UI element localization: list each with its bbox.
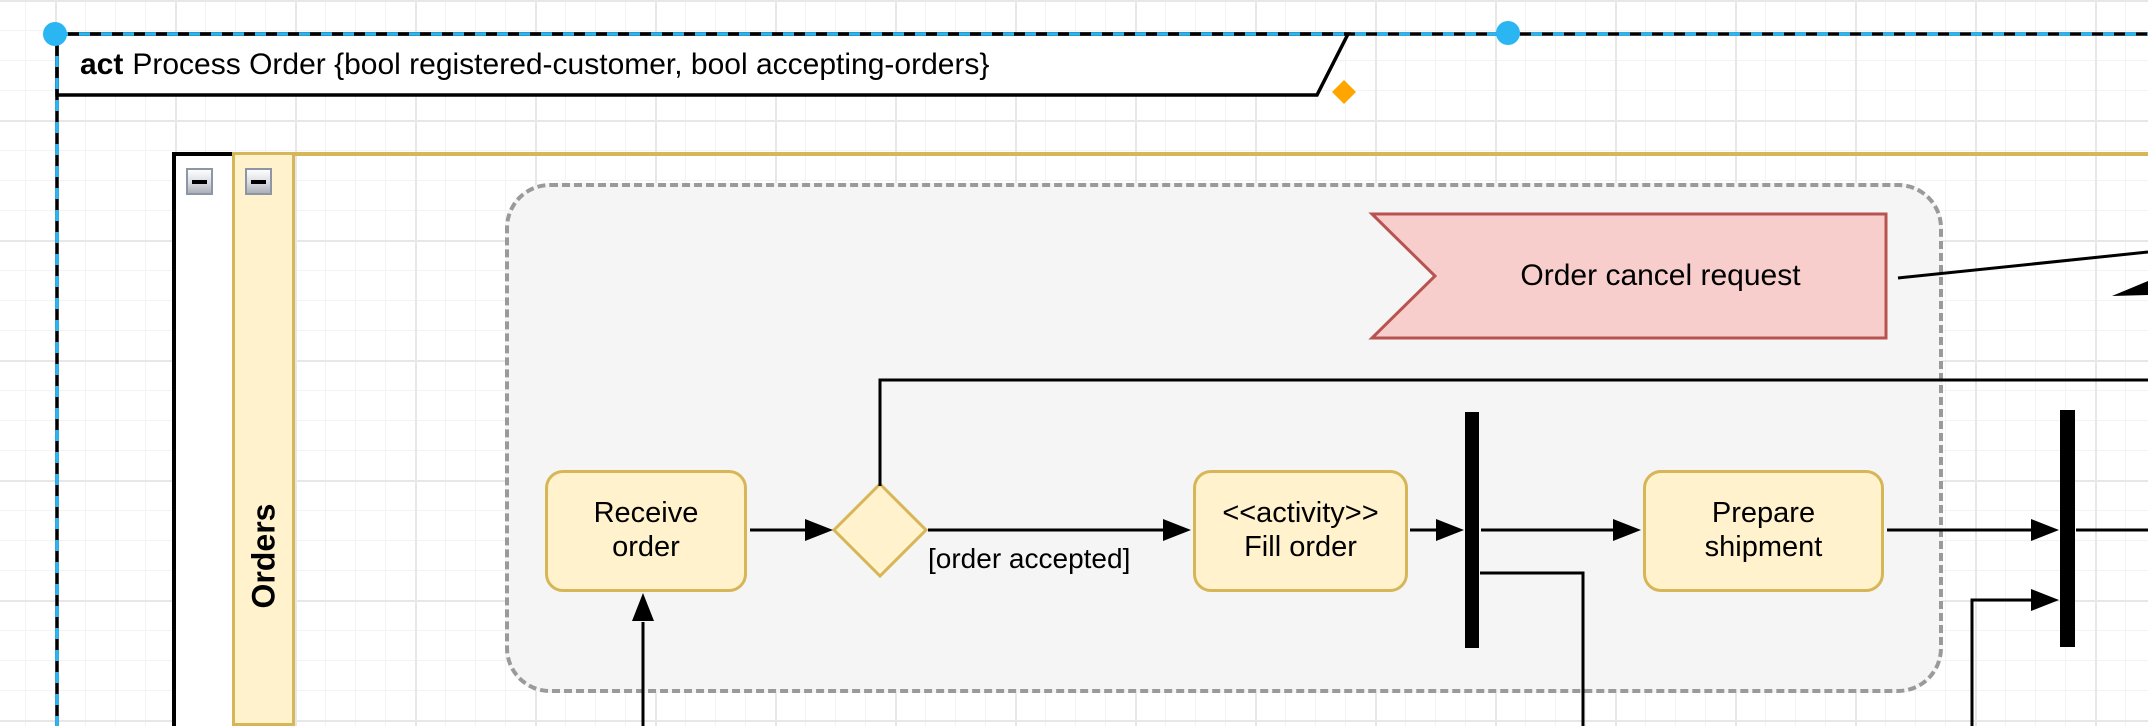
node-label: order xyxy=(612,531,680,563)
decision-diamond[interactable] xyxy=(831,481,929,579)
collapse-button-orders-lane[interactable] xyxy=(245,168,272,195)
arrowhead xyxy=(1613,519,1641,541)
pool-header-lane[interactable] xyxy=(172,152,232,726)
arrowhead xyxy=(1163,519,1191,541)
frame-title: act Process Order {bool registered-custo… xyxy=(80,34,989,95)
node-stereotype: <<activity>> xyxy=(1222,497,1379,530)
selection-handle-top-left[interactable] xyxy=(43,22,67,46)
lane-orders[interactable]: Orders xyxy=(232,152,295,726)
selection-handle-top-middle[interactable] xyxy=(1496,21,1520,45)
fork-bar-1[interactable] xyxy=(1465,412,1479,648)
frame-keyword: act xyxy=(80,47,124,81)
minus-icon xyxy=(192,179,207,184)
edge-decision-top-riser[interactable] xyxy=(878,378,2148,486)
pool-top-border xyxy=(295,152,2148,156)
frame-title-text: Process Order {bool registered-customer,… xyxy=(132,47,990,81)
signal-order-cancel-request[interactable] xyxy=(1368,212,1888,340)
edge-from-cancel-signal[interactable] xyxy=(1897,250,2148,280)
arrowhead xyxy=(805,519,833,541)
arrowhead xyxy=(2031,519,2059,541)
arrowhead xyxy=(2031,589,2059,611)
minus-icon xyxy=(251,179,266,184)
node-label: Fill order xyxy=(1244,531,1357,563)
arrowhead xyxy=(1436,519,1464,541)
signal-label: Order cancel request xyxy=(1520,259,1801,292)
edge-fork1-branch-down[interactable] xyxy=(1480,571,1585,726)
node-label: Receive xyxy=(593,497,699,530)
node-fill-order[interactable]: <<activity>> Fill order xyxy=(1193,470,1408,592)
fork-bar-2[interactable] xyxy=(2060,410,2075,647)
node-label: Prepare xyxy=(1711,497,1816,530)
collapse-button-pool[interactable] xyxy=(186,168,213,195)
guard-label: [order accepted] xyxy=(928,543,1131,574)
arrowhead xyxy=(632,593,654,621)
endpoint-handle-diamond[interactable] xyxy=(1332,80,1356,104)
arrowhead-partial-right-edge xyxy=(2112,281,2148,296)
node-label: shipment xyxy=(1704,531,1823,563)
edge-incoming-to-fork2[interactable] xyxy=(1970,598,2032,726)
node-prepare-shipment[interactable]: Prepare shipment xyxy=(1643,470,1884,592)
node-receive-order[interactable]: Receive order xyxy=(545,470,747,592)
